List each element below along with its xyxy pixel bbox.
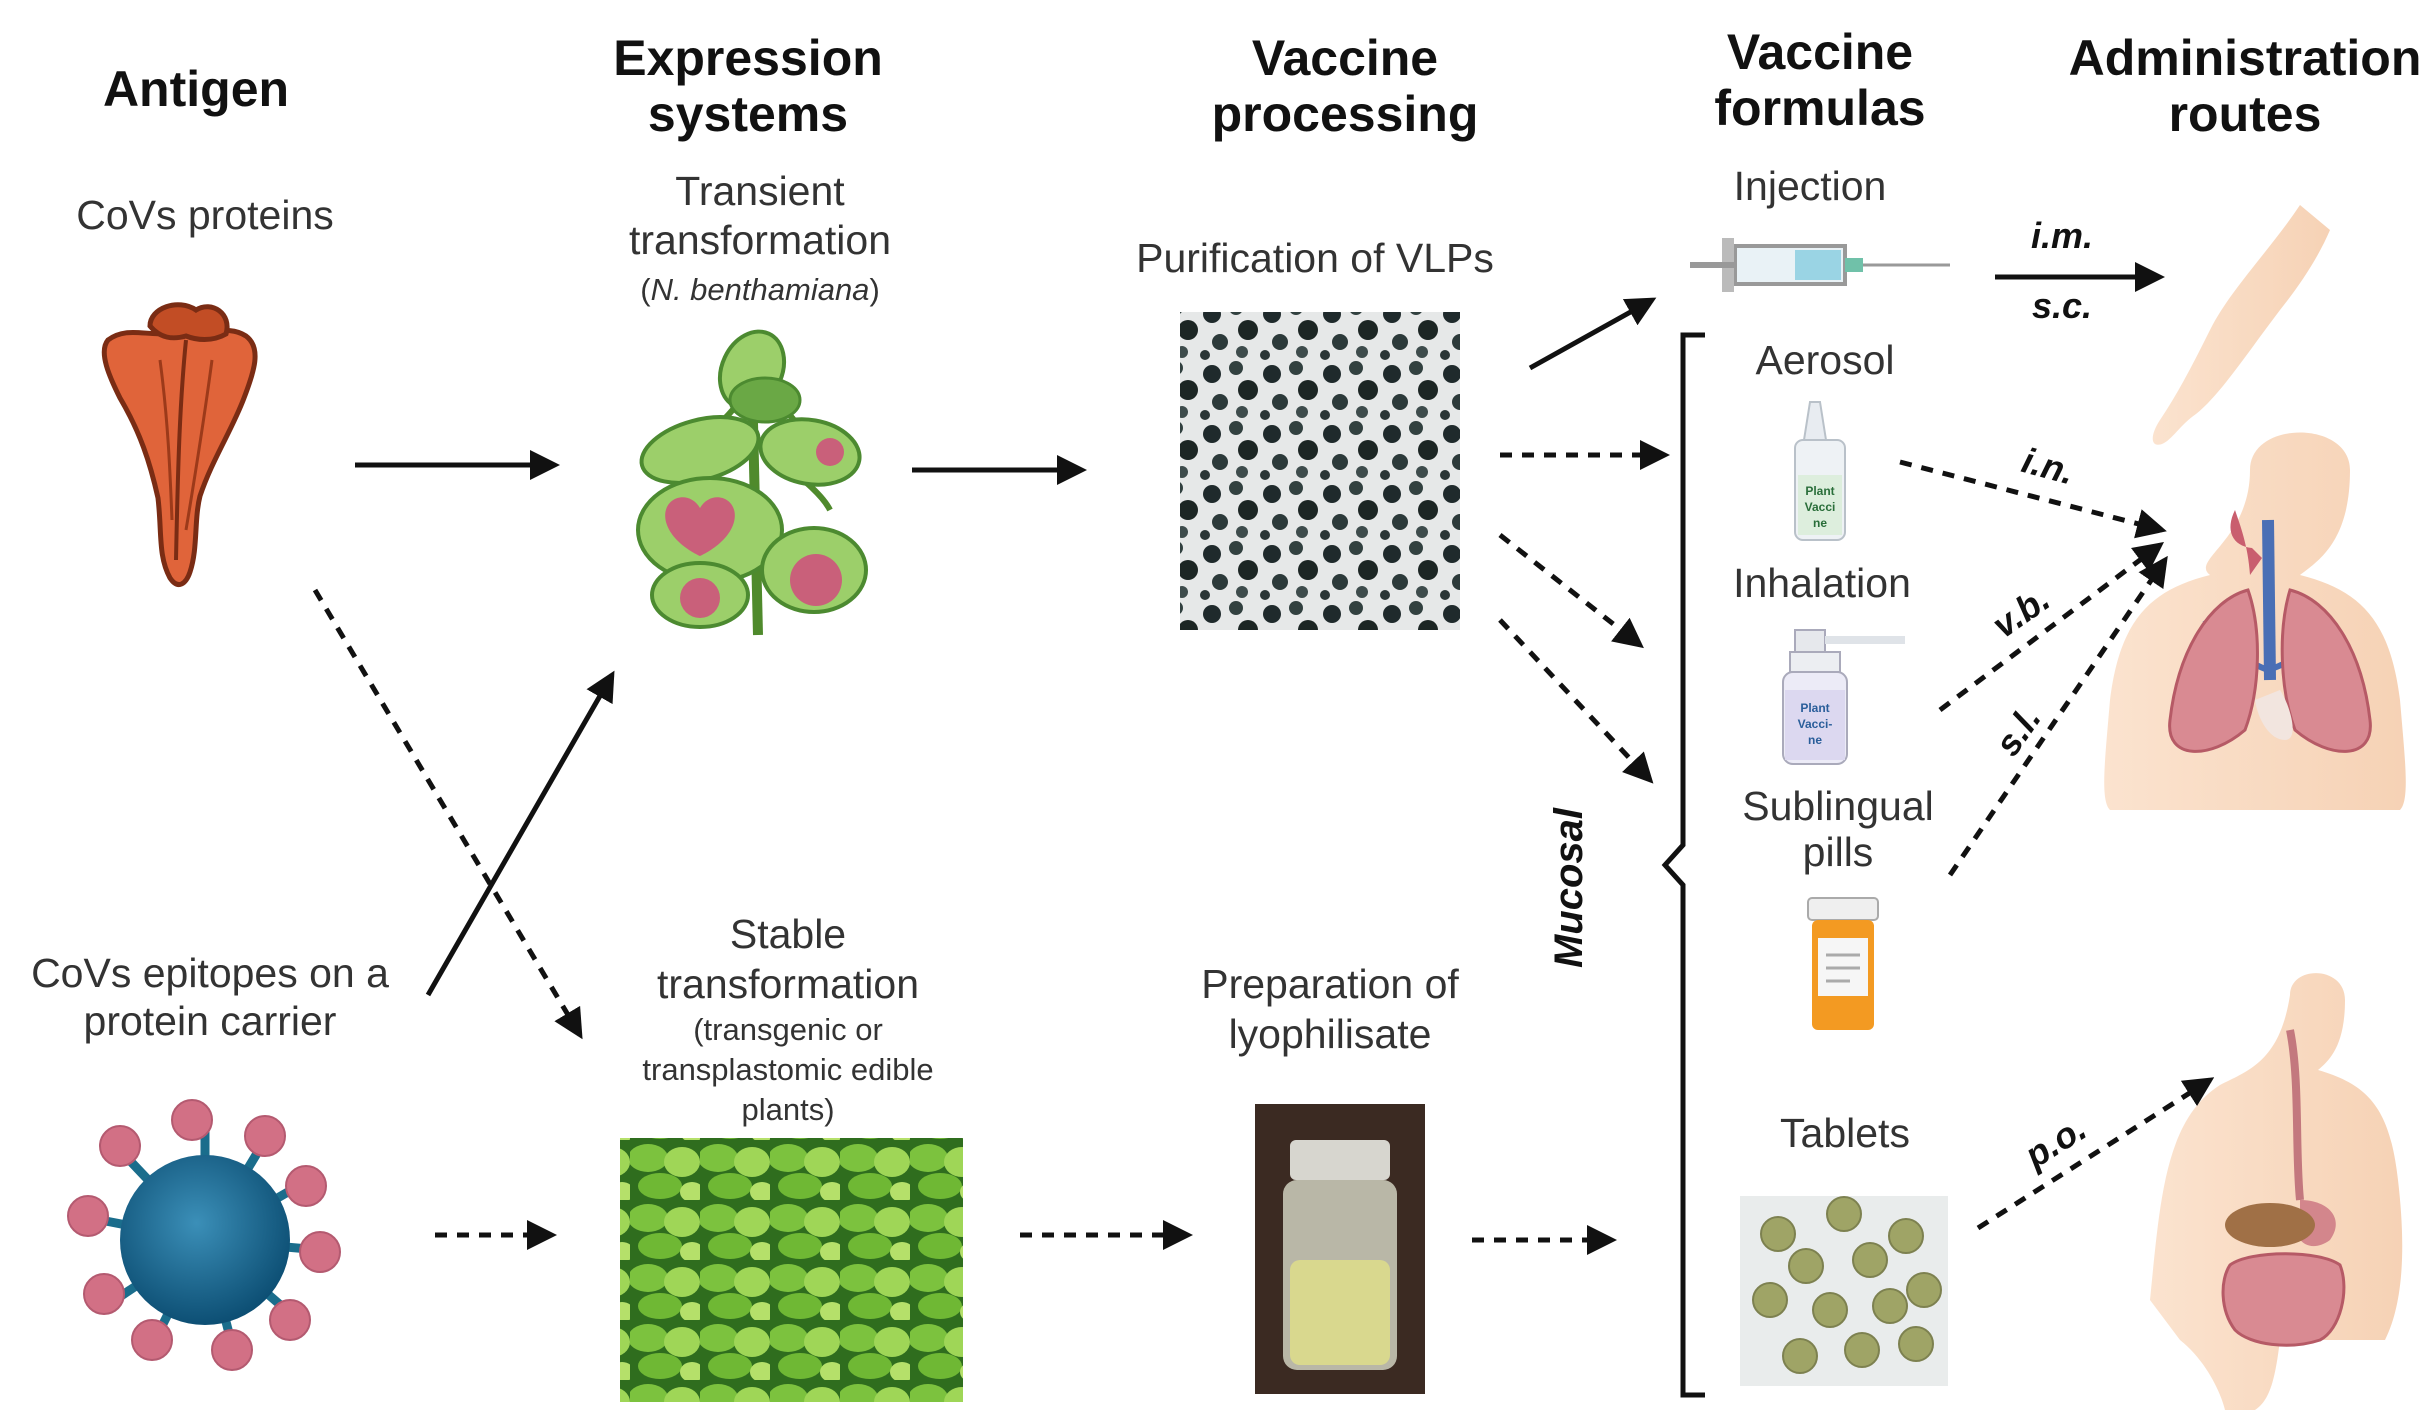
label-stable-note-line2: transplastomic edible [642, 1052, 933, 1087]
header-processing-line2: processing [1212, 86, 1479, 142]
header-routes-line1: Administration [2069, 30, 2422, 86]
label-sublingual-line2: pills [1803, 829, 1874, 875]
nicotiana-plant-icon [636, 329, 868, 636]
route-label-sc: s.c. [2032, 285, 2092, 326]
virus-particle-icon [67, 1099, 341, 1371]
mucosal-brace [1661, 332, 1705, 1398]
label-tablets: Tablets [1780, 1110, 1910, 1156]
aerosol-bottle-label-line3: ne [1813, 516, 1827, 530]
label-transient-species: (N. benthamiana) [640, 272, 880, 307]
inhaler-label-line1: Plant [1800, 701, 1829, 715]
label-covs-proteins: CoVs proteins [76, 192, 334, 238]
spike-protein-icon [101, 302, 258, 587]
label-inhalation: Inhalation [1733, 560, 1911, 606]
label-transient-line1: Transient [675, 168, 845, 214]
inhaler-label-line2: Vacci- [1798, 717, 1833, 731]
header-formulas-line1: Vaccine [1727, 24, 1913, 80]
syringe-icon [1690, 238, 1950, 292]
arrow-tablets-to-mouth [1976, 1077, 2215, 1231]
label-stable-note-line1: (transgenic or [693, 1012, 883, 1047]
lyophilisate-vial-photo [1255, 1104, 1425, 1394]
pill-bottle-icon [1807, 897, 1879, 1030]
vlp-micrograph [1180, 312, 1460, 630]
respiratory-system-illustration [2104, 432, 2406, 810]
arrow-aerosol-to-nose [1899, 459, 2167, 539]
header-expression-line1: Expression [613, 30, 883, 86]
route-label-vb: v.b. [1984, 578, 2057, 646]
inhaler-label-line3: ne [1808, 733, 1822, 747]
label-purification-vlps: Purification of VLPs [1136, 235, 1494, 281]
label-transient-line2: transformation [629, 217, 891, 263]
arrow-vlp-to-sublingual [1498, 618, 1654, 784]
aerosol-bottle-icon: Plant Vacci ne [1794, 401, 1846, 541]
arrow-vlp-to-injection [1528, 297, 1657, 371]
inhaler-spray-icon: Plant Vacci- ne [1782, 629, 1905, 765]
header-formulas-line2: formulas [1714, 80, 1925, 136]
header-expression-line2: systems [648, 86, 848, 142]
arrow-epitopes-to-transient [425, 670, 615, 997]
arrow-vlp-to-inhalation [1498, 533, 1644, 649]
route-label-im: i.m. [2031, 215, 2093, 256]
label-stable-line1: Stable [730, 911, 846, 957]
label-lyophilisate-line1: Preparation of [1201, 961, 1459, 1007]
digestive-system-illustration [2150, 973, 2403, 1410]
label-covs-epitopes-line1: CoVs epitopes on a [31, 950, 389, 996]
label-stable-note-line3: plants) [741, 1092, 834, 1127]
tablets-photo [1740, 1196, 1948, 1386]
label-injection: Injection [1734, 163, 1887, 209]
label-aerosol: Aerosol [1755, 337, 1894, 383]
route-label-in: i.n. [2018, 439, 2079, 492]
route-label-po: p.o. [2017, 1107, 2094, 1176]
header-processing-line1: Vaccine [1252, 30, 1438, 86]
route-label-sl: s.l. [1987, 699, 2049, 763]
arm-illustration [2152, 205, 2330, 445]
label-covs-epitopes-line2: protein carrier [84, 998, 337, 1044]
header-antigen: Antigen [103, 61, 289, 117]
label-sublingual-line1: Sublingual [1742, 783, 1934, 829]
header-routes-line2: routes [2169, 86, 2322, 142]
arrow-sublingual-to-mouth [1947, 555, 2168, 877]
label-stable-line2: transformation [657, 961, 919, 1007]
aerosol-bottle-label-line2: Vacci [1805, 500, 1836, 514]
lettuce-photo [620, 1138, 963, 1402]
label-mucosal: Mucosal [1547, 807, 1591, 968]
aerosol-bottle-label-line1: Plant [1805, 484, 1834, 498]
arrow-inhalation-to-airway [1938, 542, 2164, 712]
label-lyophilisate-line2: lyophilisate [1229, 1011, 1432, 1057]
